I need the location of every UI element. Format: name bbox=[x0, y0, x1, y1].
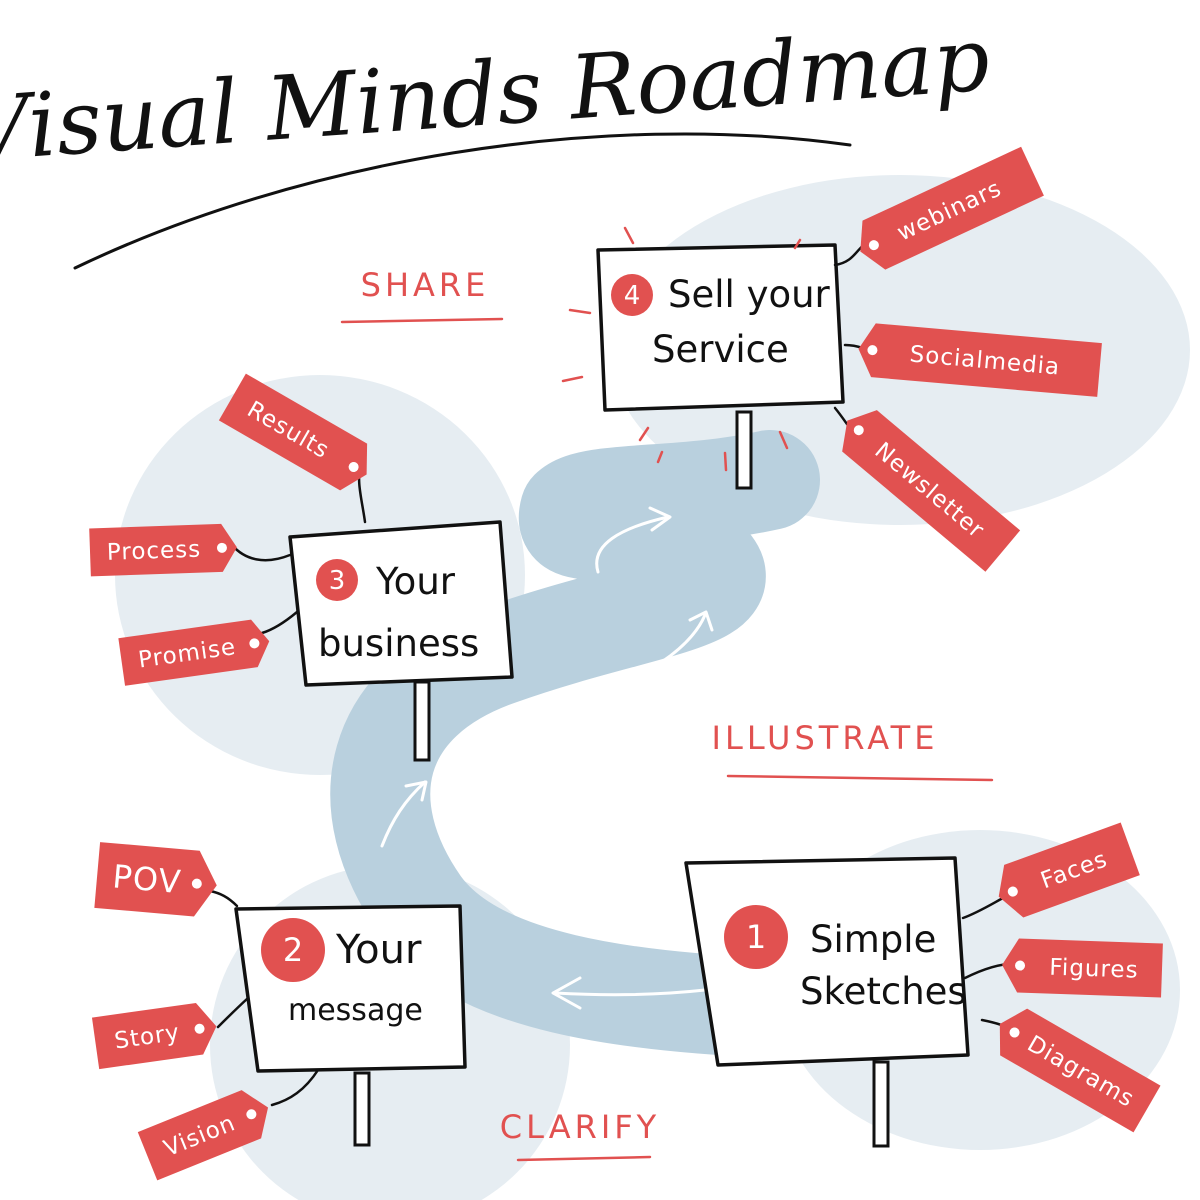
stage-label-clarify: CLARIFY bbox=[500, 1108, 660, 1146]
tag-promise: Promise bbox=[118, 619, 270, 686]
sign-1-number: 1 bbox=[746, 918, 766, 956]
sign-1-line-1: Simple bbox=[810, 918, 936, 961]
sign-4-number: 4 bbox=[624, 281, 641, 311]
sign-4-post bbox=[735, 410, 753, 490]
stage-label-illustrate: ILLUSTRATE bbox=[712, 719, 939, 757]
tag-process: Process bbox=[89, 523, 237, 577]
sign-4-spark-lines bbox=[561, 226, 802, 472]
sign-3-line-2: business bbox=[318, 622, 479, 665]
tag-figures-label: Figures bbox=[1049, 955, 1139, 984]
sign-2-your-message: 2 Your message bbox=[234, 904, 467, 1147]
sign-1-line-2: Sketches bbox=[800, 970, 967, 1013]
page-title: Visual Minds Roadmap bbox=[0, 7, 993, 181]
tag-figures: Figures bbox=[1002, 938, 1163, 998]
sign-1-number-badge bbox=[724, 905, 788, 969]
tag-story: Story bbox=[91, 1002, 217, 1070]
share-underline bbox=[340, 317, 504, 324]
sign-3-number: 3 bbox=[329, 566, 346, 596]
sign-3-your-business: 3 Your business bbox=[288, 520, 514, 762]
sign-3-number-badge bbox=[316, 559, 358, 601]
tag-socialmedia: Socialmedia bbox=[858, 323, 1102, 397]
stage-labels: SHARE ILLUSTRATE CLARIFY bbox=[340, 266, 994, 1162]
sign-4-line-2: Service bbox=[652, 328, 789, 371]
sign-2-post bbox=[353, 1071, 371, 1147]
illustrate-underline bbox=[726, 774, 994, 782]
sign-4-sell-your-service: 4 Sell your Service bbox=[561, 226, 845, 490]
stage-label-share: SHARE bbox=[361, 266, 490, 304]
sign-2-line-2: message bbox=[288, 993, 423, 1028]
sign-4-number-badge bbox=[611, 274, 653, 316]
sign-4-line-1: Sell your bbox=[668, 273, 831, 316]
road-arrow-3 bbox=[598, 610, 714, 692]
sign-1-post bbox=[872, 1060, 890, 1148]
tag-pov-label: POV bbox=[111, 857, 183, 901]
tags: webinars Socialmedia Newsletter Results … bbox=[89, 146, 1163, 1181]
sign-2-number: 2 bbox=[283, 931, 303, 969]
tag-diagrams: Diagrams bbox=[999, 1008, 1161, 1133]
tag-process-label: Process bbox=[106, 537, 201, 566]
sign-2-number-badge bbox=[261, 918, 325, 982]
sign-3-post bbox=[413, 680, 431, 762]
sign-3-line-1: Your bbox=[375, 560, 456, 603]
sign-1-board bbox=[684, 856, 970, 1067]
clarify-underline bbox=[516, 1155, 652, 1162]
road-arrow-1 bbox=[551, 976, 707, 1010]
sign-4-board bbox=[596, 243, 845, 412]
road-arrows bbox=[380, 506, 714, 1010]
title-underline bbox=[73, 132, 852, 270]
sign-1-simple-sketches: 1 Simple Sketches bbox=[684, 856, 970, 1148]
road-arrow-4 bbox=[595, 506, 672, 574]
winding-road bbox=[330, 430, 930, 1060]
road-arrow-2 bbox=[380, 780, 428, 848]
tag-pov: POV bbox=[94, 842, 217, 917]
sign-2-line-1: Your bbox=[335, 927, 422, 973]
tag-faces: Faces bbox=[998, 822, 1140, 918]
